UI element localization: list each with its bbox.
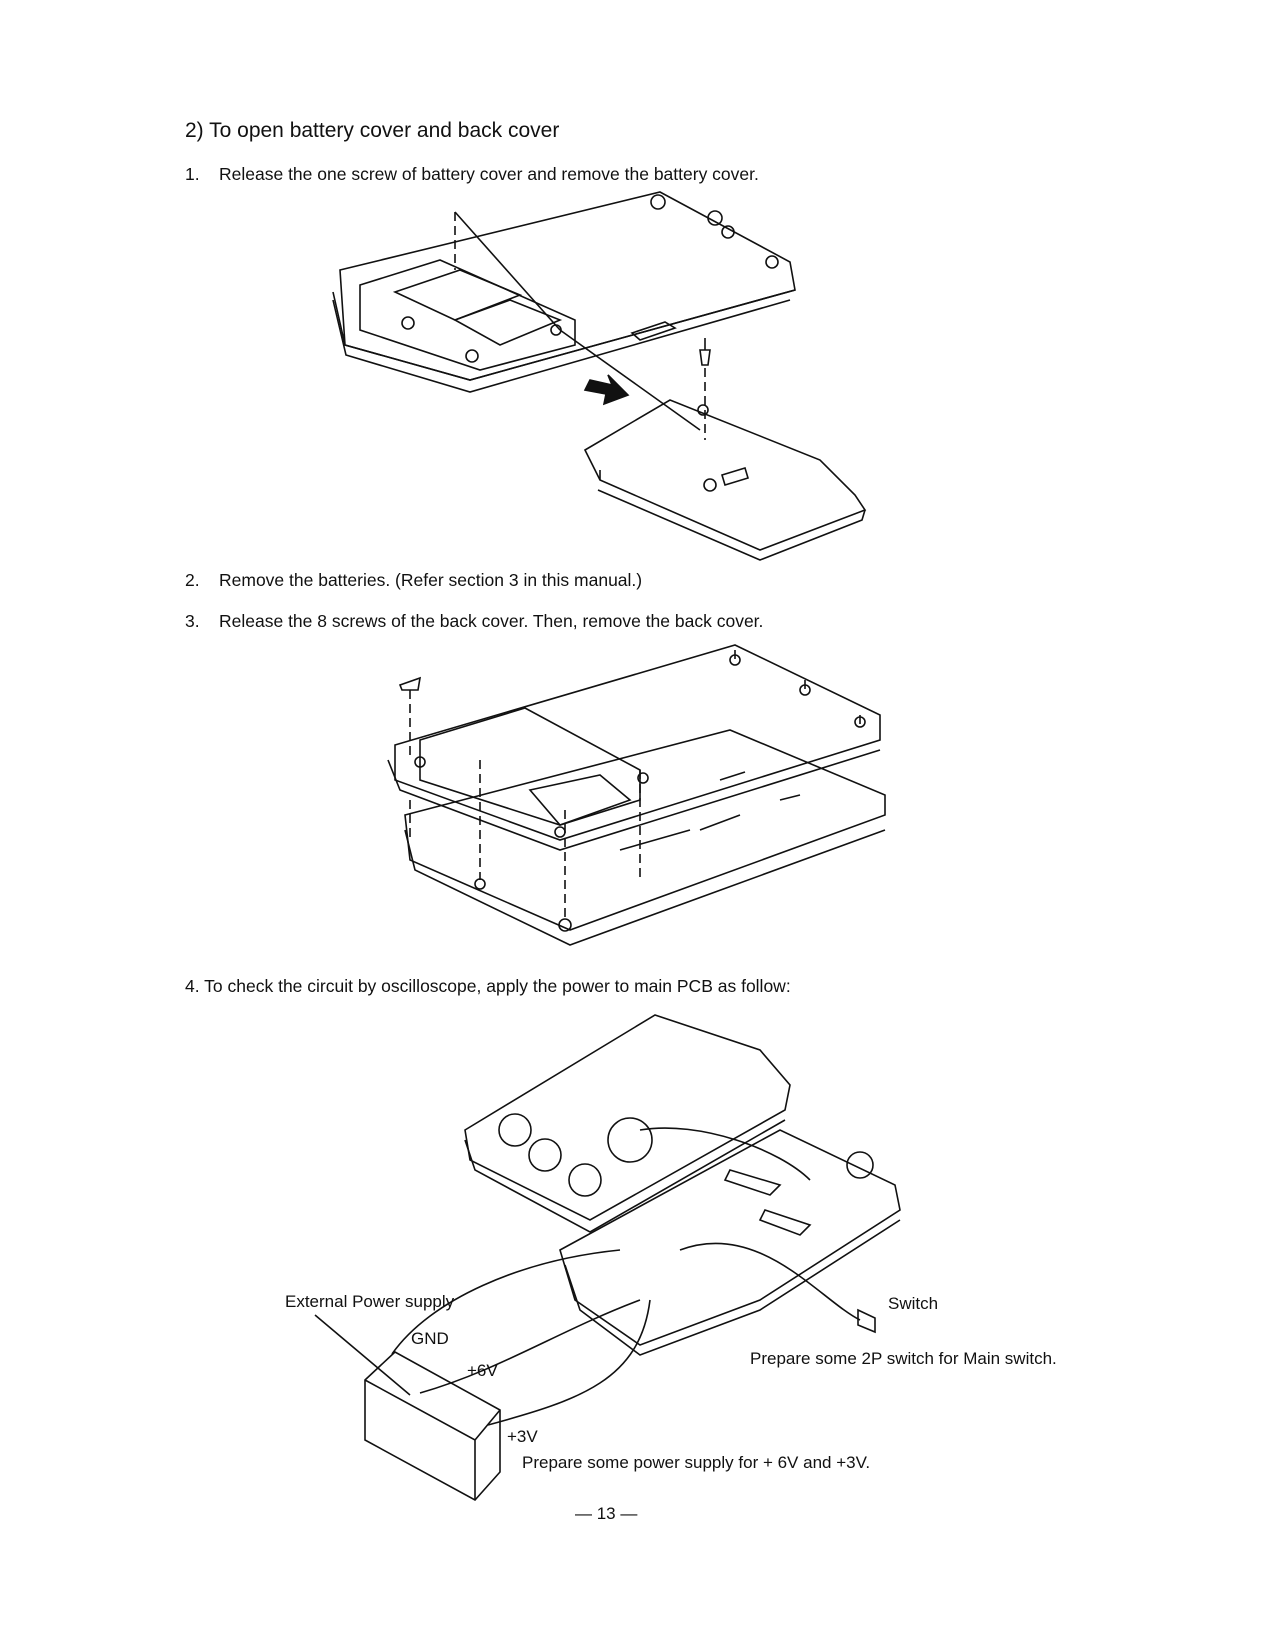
step-4: 4. To check the circuit by oscilloscope,…	[185, 976, 791, 997]
step-number: 2.	[185, 570, 200, 590]
step-text: Release the 8 screws of the back cover. …	[219, 611, 764, 631]
step-text: Remove the batteries. (Refer section 3 i…	[219, 570, 643, 590]
label-plus-3v: +3V	[507, 1427, 538, 1446]
label-power-note: Prepare some power supply for + 6V and +…	[522, 1453, 871, 1472]
label-switch-note: Prepare some 2P switch for Main switch.	[750, 1349, 1057, 1368]
section-title: 2) To open battery cover and back cover	[185, 119, 560, 142]
page-number: — 13 —	[575, 1504, 638, 1523]
step-1: 1. Release the one screw of battery cover…	[185, 164, 759, 185]
step-3: 3. Release the 8 screws of the back cover…	[185, 611, 763, 632]
step-2: 2. Remove the batteries. (Refer section 3…	[185, 570, 642, 591]
step-number: 3.	[185, 611, 200, 631]
step-text: Release the one screw of battery cover a…	[219, 164, 759, 184]
step-text: To check the circuit by oscilloscope, ap…	[204, 976, 791, 996]
step-number: 4.	[185, 976, 200, 996]
step-number: 1.	[185, 164, 200, 184]
label-external-power-supply: External Power supply	[285, 1292, 455, 1311]
label-plus-6v: +6V	[467, 1361, 498, 1380]
label-gnd: GND	[411, 1329, 449, 1348]
label-switch: Switch	[888, 1294, 939, 1313]
